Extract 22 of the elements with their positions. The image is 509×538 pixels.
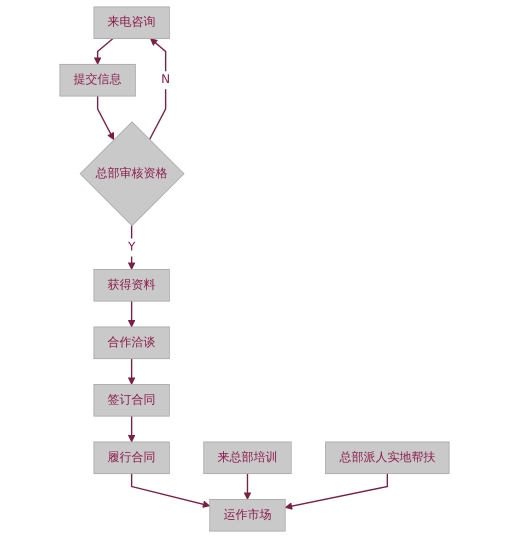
arrow — [284, 474, 388, 510]
node-box: 运作市场 — [209, 498, 286, 532]
arrow — [130, 474, 210, 508]
arrow — [128, 358, 136, 385]
node-box: 总部派人实地帮扶 — [325, 441, 450, 474]
node-box: 签订合同 — [93, 384, 170, 417]
node-box: 获得资料 — [93, 269, 170, 302]
arrow — [94, 38, 114, 65]
node-box: 来电咨询 — [93, 6, 170, 40]
arrow — [244, 474, 252, 500]
node-box: 来总部培训 — [203, 441, 292, 474]
node-box: 提交信息 — [59, 64, 136, 97]
edge-label: N — [161, 72, 170, 87]
arrow — [148, 38, 166, 140]
edge-label: Y — [128, 240, 136, 254]
node-box: 履行合同 — [93, 441, 170, 474]
arrow — [128, 301, 136, 328]
arrow — [96, 96, 114, 140]
node-diamond: 总部审核资格 — [80, 121, 185, 226]
arrow — [128, 416, 136, 442]
arrow — [128, 226, 136, 270]
node-box: 合作洽谈 — [93, 326, 170, 360]
